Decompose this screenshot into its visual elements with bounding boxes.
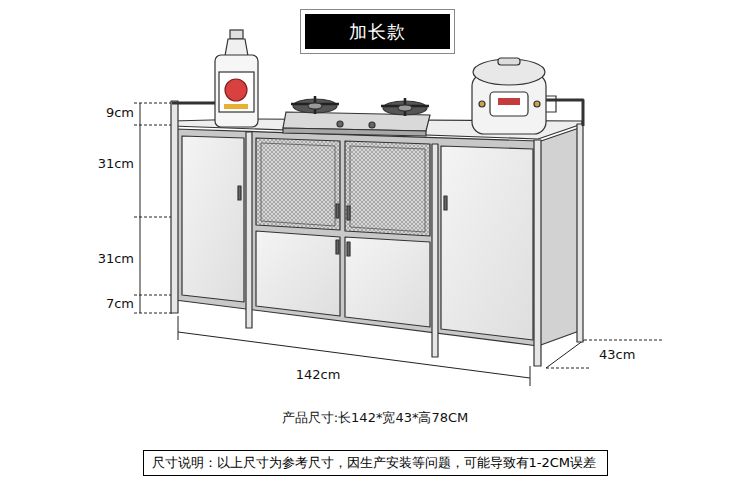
oil-bottle-part [230,30,243,39]
cabinet-body-part [336,240,339,254]
cabinet-body-part [347,206,350,220]
oil-bottle-part [224,104,248,109]
title-frame [301,10,455,54]
cabinet-body-part [256,231,340,316]
rice-cooker-part [490,92,528,116]
rice-cooker-part [546,96,556,112]
height-dimension-part [140,103,141,313]
cabinet-body-part [238,186,241,200]
depth-dimension [546,340,664,368]
gas-stove-part [369,122,375,128]
gas-stove-part [398,105,412,111]
cabinet-body-part [534,140,541,366]
cabinet-body-part [350,146,425,232]
cabinet-body-part [538,127,582,346]
length-dimension-part [530,366,531,386]
dimension-label: 7cm [105,296,135,312]
cabinet-body-part [246,132,252,328]
depth-dimension-part [584,340,664,341]
oil-bottle-part [219,72,254,112]
cabinet-body [171,100,583,366]
rice-cooker-part [473,59,545,85]
size-caption: 产品尺寸:长142*宽43*高78CM [282,410,469,426]
dimension-label: 31cm [97,251,135,267]
oil-bottle-part [215,55,258,127]
depth-dimension-part [546,368,590,369]
cabinet-body-part [256,138,340,230]
cabinet-body-part [444,196,447,210]
oil-bottle-part [225,39,248,56]
cabinet-body-part [175,129,538,346]
dimension-label: 9cm [105,105,135,121]
height-dimension [134,103,172,313]
oil-bottle-part [225,79,247,101]
title-frame-part [301,10,455,54]
dimension-label: 142cm [295,367,342,383]
cabinet-body-part [347,242,350,256]
note-box: 尺寸说明：以上尺寸为参考尺寸，因生产安装等问题，可能导致有1-2CM误差 [143,450,608,476]
gas-stove-part [308,103,322,109]
cabinet-body-part [261,143,335,226]
height-dimension-part [134,103,172,313]
cabinet-body-part [336,204,339,218]
cabinet-body-part [345,237,430,327]
cabinet-body-part [171,101,178,313]
cabinet-body-part [432,144,438,357]
dimension-label: 43cm [598,347,636,363]
height-dimension-part-part [134,103,172,104]
gas-stove-part [337,121,343,127]
gas-stove-part [291,96,429,116]
cabinet-body-part [182,136,244,302]
title-badge: 加长款 [305,14,450,49]
cabinet-body-part [577,124,583,342]
height-dimension-part-part [134,313,172,314]
length-dimension-part [178,316,179,340]
note-text: 尺寸说明：以上尺寸为参考尺寸，因生产安装等问题，可能导致有1-2CM误差 [152,455,599,471]
height-dimension-part-part [134,295,172,296]
rice-cooker [472,58,556,134]
depth-dimension-part [546,340,584,368]
cabinet-body-part [345,141,430,236]
rice-cooker-part [534,101,540,107]
height-dimension-part-part [134,217,172,218]
rice-cooker-part [498,58,520,65]
cabinet-body-part [441,146,533,340]
gas-stove-part [283,128,426,136]
rice-cooker-part [498,98,520,105]
rice-cooker-part [479,101,485,107]
dimension-label: 31cm [97,156,135,172]
height-dimension-part-part [134,125,172,126]
gas-stove [283,96,430,136]
oil-bottle [215,30,258,127]
